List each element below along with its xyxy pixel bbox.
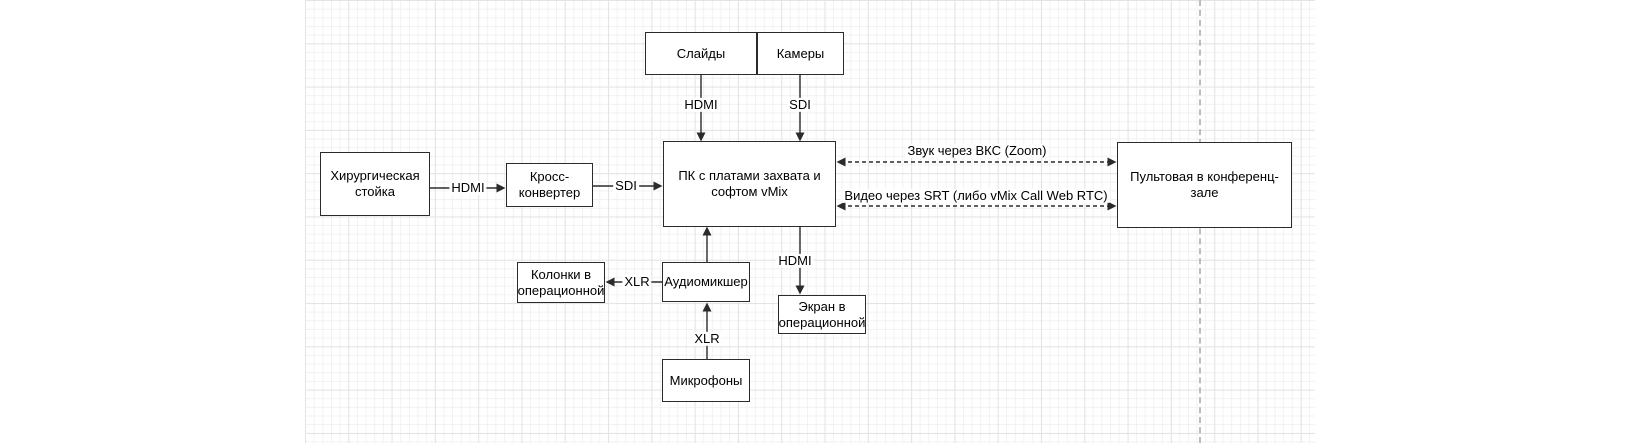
node-conference-control[interactable]: Пультовая в конференц-зале — [1117, 142, 1292, 228]
node-or-screen[interactable]: Экран в операционной — [778, 295, 866, 334]
node-slides[interactable]: Слайды — [645, 32, 757, 75]
node-cross-converter[interactable]: Кросс-конвертер — [506, 163, 593, 207]
edge-label-hdmi-surgical[interactable]: HDMI — [449, 179, 487, 196]
node-audio-mixer[interactable]: Аудиомикшер — [662, 262, 750, 302]
edge-label-sdi-cameras[interactable]: SDI — [787, 96, 813, 113]
node-pc-vmix[interactable]: ПК с платами захвата и софтом vMix — [663, 141, 836, 227]
edge-label-xlr-speakers[interactable]: XLR — [622, 273, 652, 290]
edge-label-video-srt[interactable]: Видео через SRT (либо vMix Call Web RTC) — [842, 187, 1110, 204]
edge-label-audio-vks[interactable]: Звук через ВКС (Zoom) — [905, 142, 1049, 159]
edge-label-sdi-cross[interactable]: SDI — [613, 177, 639, 194]
node-or-speakers[interactable]: Колонки в операционной — [517, 262, 605, 303]
edge-label-xlr-mics[interactable]: XLR — [692, 330, 722, 347]
node-cameras[interactable]: Камеры — [757, 32, 844, 75]
node-surgical-rack[interactable]: Хирургическая стойка — [320, 152, 430, 216]
edge-label-hdmi-screen[interactable]: HDMI — [776, 252, 814, 269]
node-microphones[interactable]: Микрофоны — [662, 359, 750, 402]
edge-label-hdmi-slides[interactable]: HDMI — [682, 96, 720, 113]
